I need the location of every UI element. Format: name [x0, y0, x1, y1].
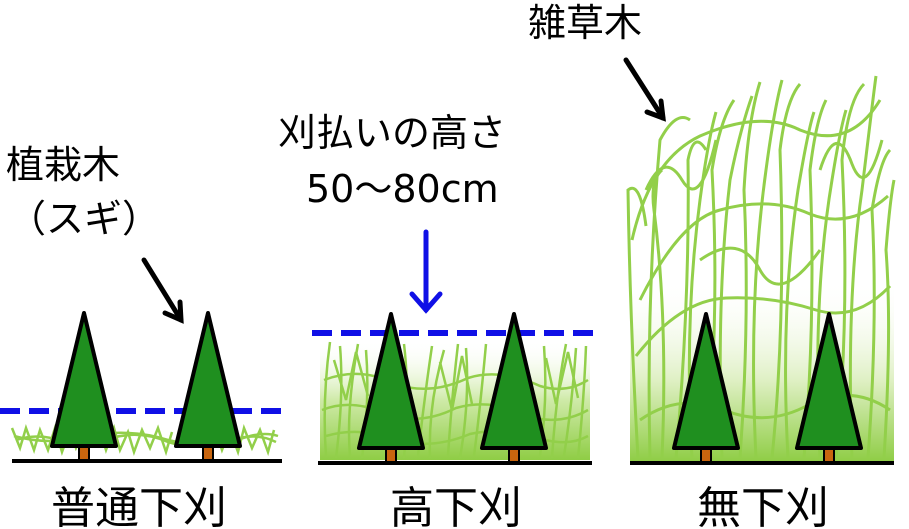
- tree-2: [795, 312, 863, 463]
- tree-1: [50, 311, 118, 461]
- planted-tree-arrow: [141, 257, 184, 324]
- planted-tree-label: 植栽木: [6, 143, 120, 187]
- tree-2: [480, 312, 548, 463]
- panel-normal-weeding: 植栽木 （スギ） 普通下刈: [0, 143, 284, 529]
- panel-no-weeding: 雑草木 無下刈: [528, 1, 896, 529]
- weeds-arrow: [623, 57, 666, 122]
- cut-height-value: 50～80cm: [306, 167, 499, 211]
- cut-height-label: 刈払いの高さ: [278, 111, 506, 155]
- tree-1: [357, 312, 425, 463]
- caption-high: 高下刈: [390, 483, 522, 529]
- tree-2: [174, 311, 242, 461]
- caption-normal: 普通下刈: [51, 483, 227, 529]
- cut-height-arrow: [409, 229, 443, 314]
- tree-1: [672, 312, 740, 463]
- planted-tree-sublabel: （スギ）: [8, 197, 160, 241]
- weeds-label: 雑草木: [528, 1, 642, 45]
- caption-none: 無下刈: [697, 483, 829, 529]
- panel-high-weeding: 刈払いの高さ 50～80cm 高下刈: [278, 111, 596, 529]
